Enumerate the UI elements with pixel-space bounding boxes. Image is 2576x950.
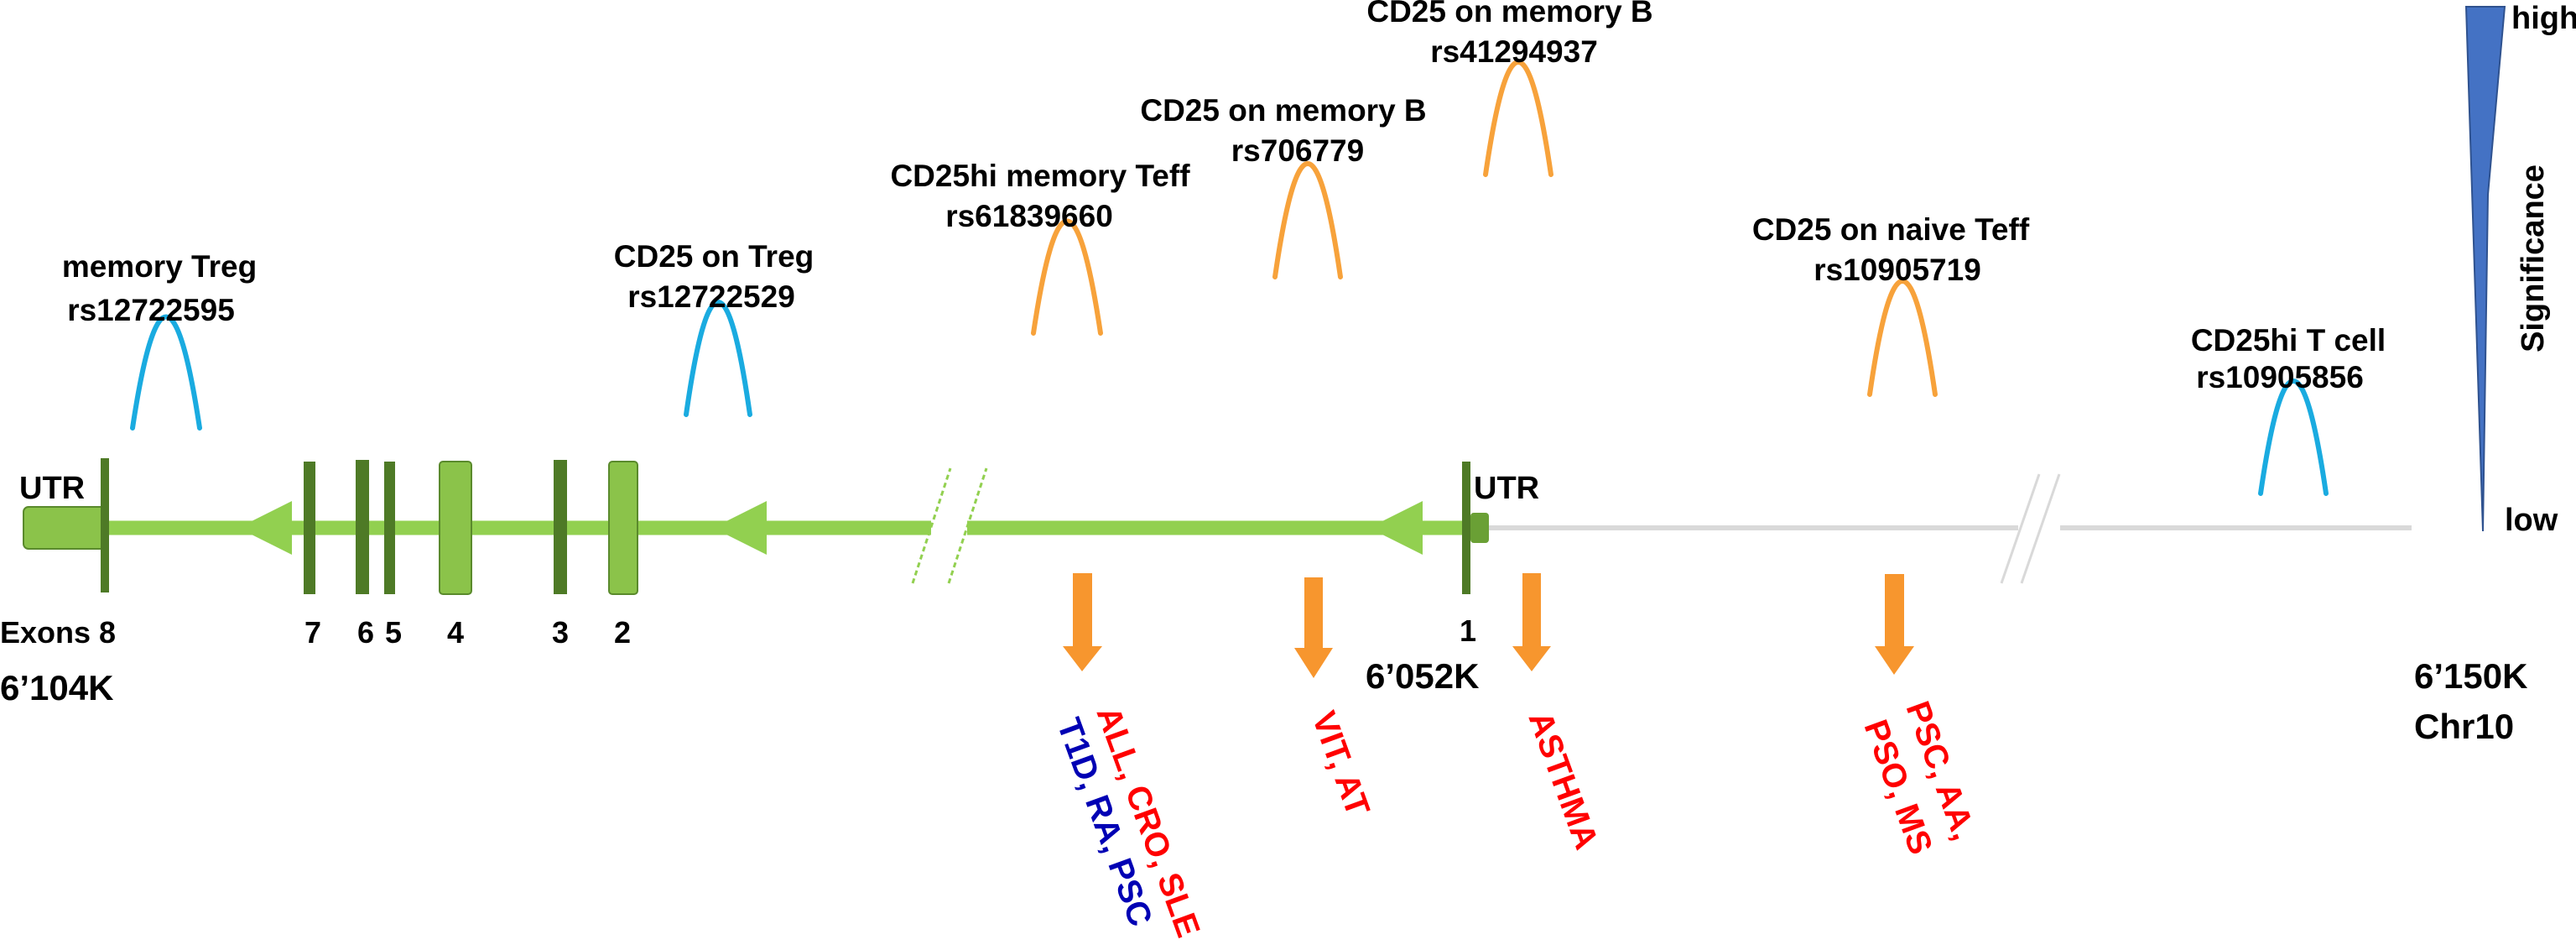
significance-triangle <box>2464 6 2506 532</box>
teff-peak-rs41294937 <box>1483 60 1553 177</box>
treg-peak-rs12722595 <box>130 314 202 431</box>
significance-axis-label: Significance <box>2516 164 2551 352</box>
snp-phenotype-label: CD25 on Treg <box>614 239 814 274</box>
snp-phenotype-label: CD25hi T cell <box>2191 323 2386 358</box>
exon-number-2: 2 <box>614 615 631 650</box>
utr-right-label: UTR <box>1474 471 1539 506</box>
snp-id-label: rs41294937 <box>1430 34 1598 69</box>
disease-label-red: ASTHMA <box>1522 707 1605 854</box>
treg-peak-rs12722529 <box>684 300 752 417</box>
exon-1-bar <box>1462 462 1470 594</box>
snp-phenotype-label: CD25 on memory B <box>1366 0 1652 29</box>
position-right-label: 6’150K <box>2414 656 2527 696</box>
utr-right-box <box>1470 513 1489 543</box>
snp-id-label: rs10905856 <box>2196 360 2364 394</box>
exon-5 <box>384 462 395 594</box>
gene-labels: UTR UTR Exons 8 7 6 5 4 3 2 1 <box>0 471 1539 650</box>
teff-peak-rs706779 <box>1272 161 1343 279</box>
intergenic-region <box>1489 470 2412 587</box>
disease-labels: ALL, CRO, SLE T1D, RA, PSC VIT, AT ASTHM… <box>1050 697 1983 942</box>
gene-direction-arrow <box>713 501 767 555</box>
intergenic-break-mark <box>2020 473 2061 584</box>
snp-id-label: rs12722529 <box>627 279 795 314</box>
snp-labels: memory Treg rs12722595 CD25 on Treg rs12… <box>62 0 2386 394</box>
down-arrow <box>1294 577 1333 678</box>
gene-direction-arrow <box>238 501 292 555</box>
teff-peak-rs10905719 <box>1867 279 1938 397</box>
snp-phenotype-label: CD25hi memory Teff <box>890 159 1190 193</box>
snp-id-label: rs706779 <box>1231 133 1364 168</box>
down-arrow <box>1512 573 1551 671</box>
significance-high-label: high <box>2511 1 2576 36</box>
snp-phenotype-label: CD25 on memory B <box>1140 93 1426 128</box>
exon-number-6: 6 <box>357 615 374 650</box>
exon-6 <box>356 460 369 594</box>
position-labels: 6’104K 6’052K 6’150K Chr10 <box>0 656 2527 746</box>
down-arrow <box>1875 574 1914 675</box>
treg-peak-rs10905856 <box>2258 378 2329 496</box>
utr-left-label: UTR <box>19 471 85 506</box>
snp-id-label: rs12722595 <box>67 293 235 327</box>
teff-peak-rs61839660 <box>1031 218 1103 336</box>
exon-number-5: 5 <box>385 615 402 650</box>
significance-scale: high low Significance <box>2464 1 2576 538</box>
exons-label: Exons 8 <box>0 615 116 650</box>
gene-body <box>105 467 1472 584</box>
down-arrow <box>1063 573 1102 671</box>
snp-phenotype-label: memory Treg <box>62 249 257 284</box>
exon-3 <box>554 460 567 594</box>
gene-break-mark <box>911 467 952 584</box>
intergenic-break-mark <box>2000 473 2041 584</box>
exon-number-7: 7 <box>304 615 321 650</box>
exons <box>23 458 1489 595</box>
gene-break-mark <box>947 467 988 584</box>
chromosome-label: Chr10 <box>2414 707 2514 746</box>
snp-id-label: rs10905719 <box>1814 253 1981 287</box>
disease-label-red: VIT, AT <box>1305 707 1376 821</box>
exon-number-3: 3 <box>552 615 569 650</box>
position-mid-label: 6’052K <box>1366 656 1479 696</box>
snp-id-label: rs61839660 <box>945 199 1113 233</box>
exon-number-4: 4 <box>447 615 464 650</box>
significance-low-label: low <box>2505 503 2558 538</box>
utr-left-box <box>23 506 107 550</box>
exon-4 <box>439 461 472 595</box>
snp-phenotype-label: CD25 on naive Teff <box>1752 212 2030 247</box>
position-left-label: 6’104K <box>0 668 113 707</box>
disease-arrows <box>1063 573 1914 678</box>
exon-number-1: 1 <box>1460 613 1476 648</box>
exon-7 <box>304 462 315 594</box>
exon-2 <box>608 461 638 595</box>
snp-peaks <box>130 60 2329 496</box>
gene-direction-arrow <box>1369 501 1423 555</box>
utr-left-bar <box>101 458 109 592</box>
